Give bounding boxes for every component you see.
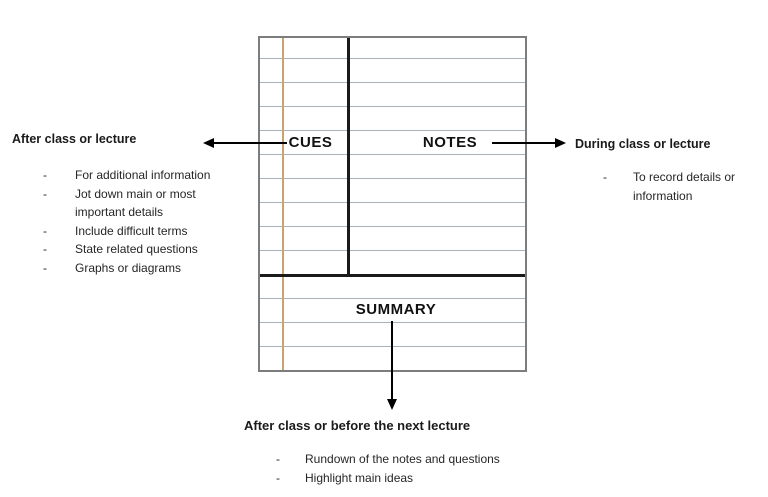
cues-label: CUES bbox=[288, 134, 333, 151]
arrow-right-head-icon bbox=[555, 138, 566, 148]
dash-bullet: - bbox=[276, 452, 280, 466]
right-annotation-list: - To record details or information bbox=[603, 168, 763, 206]
list-item-text: Graphs or diagrams bbox=[75, 260, 182, 275]
dash-bullet: - bbox=[43, 260, 47, 275]
list-item-text: State related questions bbox=[75, 242, 198, 256]
cues-notes-divider bbox=[347, 38, 350, 277]
dash-bullet: - bbox=[43, 168, 47, 182]
summary-label: SUMMARY bbox=[355, 301, 437, 318]
list-item-text: Highlight main ideas bbox=[305, 471, 414, 485]
dash-bullet: - bbox=[43, 223, 47, 238]
arrow-left-head-icon bbox=[203, 138, 214, 148]
margin-line bbox=[282, 38, 284, 370]
arrow-down-head-icon bbox=[387, 399, 397, 410]
list-item: - Include difficult terms bbox=[43, 222, 240, 241]
list-item-text: For additional information bbox=[75, 168, 211, 182]
list-item-text: To record details or information bbox=[633, 170, 736, 203]
bottom-annotation-heading: After class or before the next lecture bbox=[244, 418, 471, 433]
left-annotation-heading: After class or lecture bbox=[12, 132, 137, 146]
list-item: - Highlight main ideas bbox=[276, 469, 565, 488]
notebook-page: CUES NOTES SUMMARY bbox=[258, 36, 527, 372]
bottom-annotation-list: - Rundown of the notes and questions - High… bbox=[276, 450, 565, 488]
list-item: - Jot down main or most important details bbox=[43, 185, 240, 222]
list-item-text: Rundown of the notes and questions bbox=[305, 452, 500, 466]
list-item-text: Jot down main or most important details bbox=[75, 186, 196, 220]
list-item: - For additional information bbox=[43, 166, 240, 185]
list-item: - State related questions bbox=[43, 240, 240, 259]
right-annotation-heading: During class or lecture bbox=[575, 137, 711, 151]
list-item: - Rundown of the notes and questions bbox=[276, 450, 565, 469]
summary-divider bbox=[260, 274, 525, 277]
left-annotation-list: - For additional information - Jot down mai… bbox=[43, 166, 240, 277]
dash-bullet: - bbox=[43, 242, 47, 256]
dash-bullet: - bbox=[276, 471, 280, 485]
notes-label: NOTES bbox=[422, 134, 478, 151]
arrow-right-line bbox=[492, 142, 556, 144]
arrow-down-line bbox=[391, 321, 393, 400]
dash-bullet: - bbox=[603, 170, 607, 184]
list-item: - Graphs or diagrams bbox=[43, 259, 240, 278]
list-item-text: Include difficult terms bbox=[75, 223, 188, 238]
list-item: - To record details or information bbox=[603, 168, 763, 206]
dash-bullet: - bbox=[43, 186, 47, 201]
arrow-left-line bbox=[211, 142, 287, 144]
